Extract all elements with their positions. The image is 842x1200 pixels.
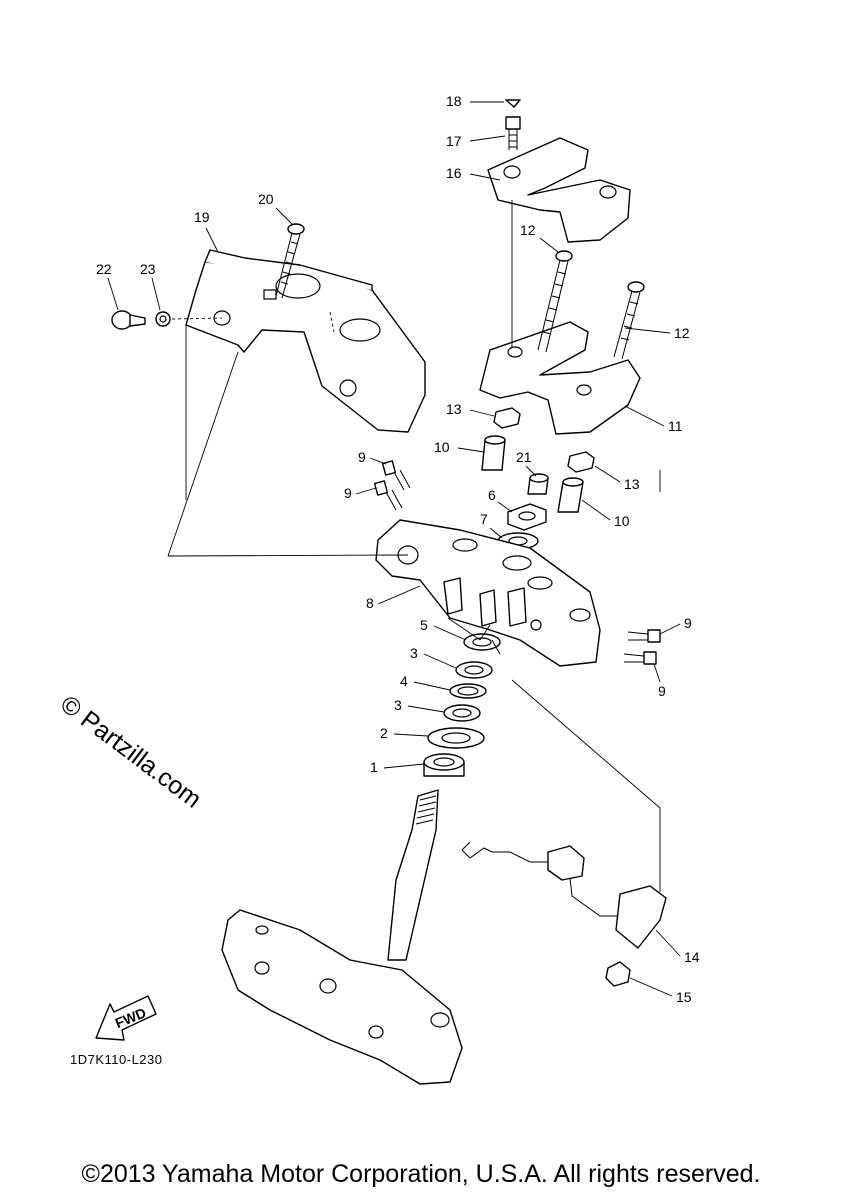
- bushing-part-10-right: [557, 477, 584, 513]
- callout-15: 15: [676, 989, 692, 1005]
- callout-4: 4: [400, 673, 408, 689]
- callout-3-lower: 3: [394, 697, 402, 713]
- callout-23: 23: [140, 261, 156, 277]
- callout-13-left: 13: [446, 401, 462, 417]
- bushing-part-10-left: [481, 435, 506, 471]
- bolt-part-9-upper-b: [373, 480, 403, 511]
- lower-handlebar-holder-part-11: [479, 321, 641, 435]
- callout-13-right: 13: [624, 476, 640, 492]
- callout-16: 16: [446, 165, 462, 181]
- steering-nut-part-6: [507, 503, 547, 531]
- callout-19: 19: [194, 209, 210, 225]
- bolt-part-9-upper-a: [381, 460, 411, 491]
- washer-part-4: [449, 683, 487, 699]
- ring-nut-part-3-upper: [455, 661, 493, 679]
- bearing-part-1: [423, 753, 465, 777]
- bolt-part-22: [111, 310, 146, 330]
- callout-1: 1: [370, 759, 378, 775]
- bearing-cover-part-2: [427, 727, 485, 749]
- callout-10-right: 10: [614, 513, 630, 529]
- callout-7: 7: [480, 511, 488, 527]
- ring-nut-part-3-lower: [443, 704, 481, 722]
- nut-part-15: [605, 961, 631, 987]
- callout-11: 11: [668, 418, 683, 434]
- nut-part-13-right: [567, 451, 595, 473]
- fwd-arrow-icon: [95, 995, 157, 1041]
- callouts: 18 17 16 12 12 11 13 13 10 10 21 6 7 9 9…: [96, 93, 700, 1005]
- screw-part-20: [275, 223, 305, 299]
- nut-part-13-left: [493, 407, 521, 429]
- callout-3-upper: 3: [410, 645, 418, 661]
- callout-20: 20: [258, 191, 274, 207]
- callout-2: 2: [380, 725, 388, 741]
- fwd-label: FWD: [113, 1004, 149, 1031]
- upper-handlebar-holder-part-16: [487, 137, 631, 243]
- harness-clamp-part-14: [461, 841, 667, 949]
- callout-18: 18: [446, 93, 462, 109]
- bolt-part-9-right-a: [627, 629, 661, 643]
- callout-8: 8: [366, 595, 374, 611]
- callout-21: 21: [516, 449, 532, 465]
- long-bolt-part-12-right: [613, 281, 645, 360]
- bolt-part-17: [505, 116, 521, 150]
- copyright-notice: ©2013 Yamaha Motor Corporation, U.S.A. A…: [81, 1160, 761, 1188]
- callout-14: 14: [684, 949, 700, 965]
- diagram-code: 1D7K110-L230: [70, 1052, 163, 1067]
- cap-part-18: [505, 99, 521, 108]
- callout-9-upper-a: 9: [358, 449, 366, 465]
- bolt-part-9-right-b: [623, 651, 657, 665]
- lock-washer-part-5: [463, 633, 501, 655]
- callout-9-right-a: 9: [684, 615, 692, 631]
- callout-12-right: 12: [674, 325, 690, 341]
- callout-10-left: 10: [434, 439, 450, 455]
- washer-part-23: [155, 311, 171, 327]
- callout-9-upper-b: 9: [344, 485, 352, 501]
- collar-part-21: [527, 473, 549, 495]
- callout-17: 17: [446, 133, 462, 149]
- upper-bracket-part-8: [375, 519, 601, 667]
- long-bolt-part-12-left: [537, 250, 573, 353]
- callout-6: 6: [488, 487, 496, 503]
- lower-bracket-steering-stem: [221, 789, 463, 1085]
- handlebar-cover-part-19: [185, 249, 426, 433]
- callout-5: 5: [420, 617, 428, 633]
- callout-12-left: 12: [520, 222, 536, 238]
- callout-9-right-b: 9: [658, 683, 666, 699]
- callout-22: 22: [96, 261, 112, 277]
